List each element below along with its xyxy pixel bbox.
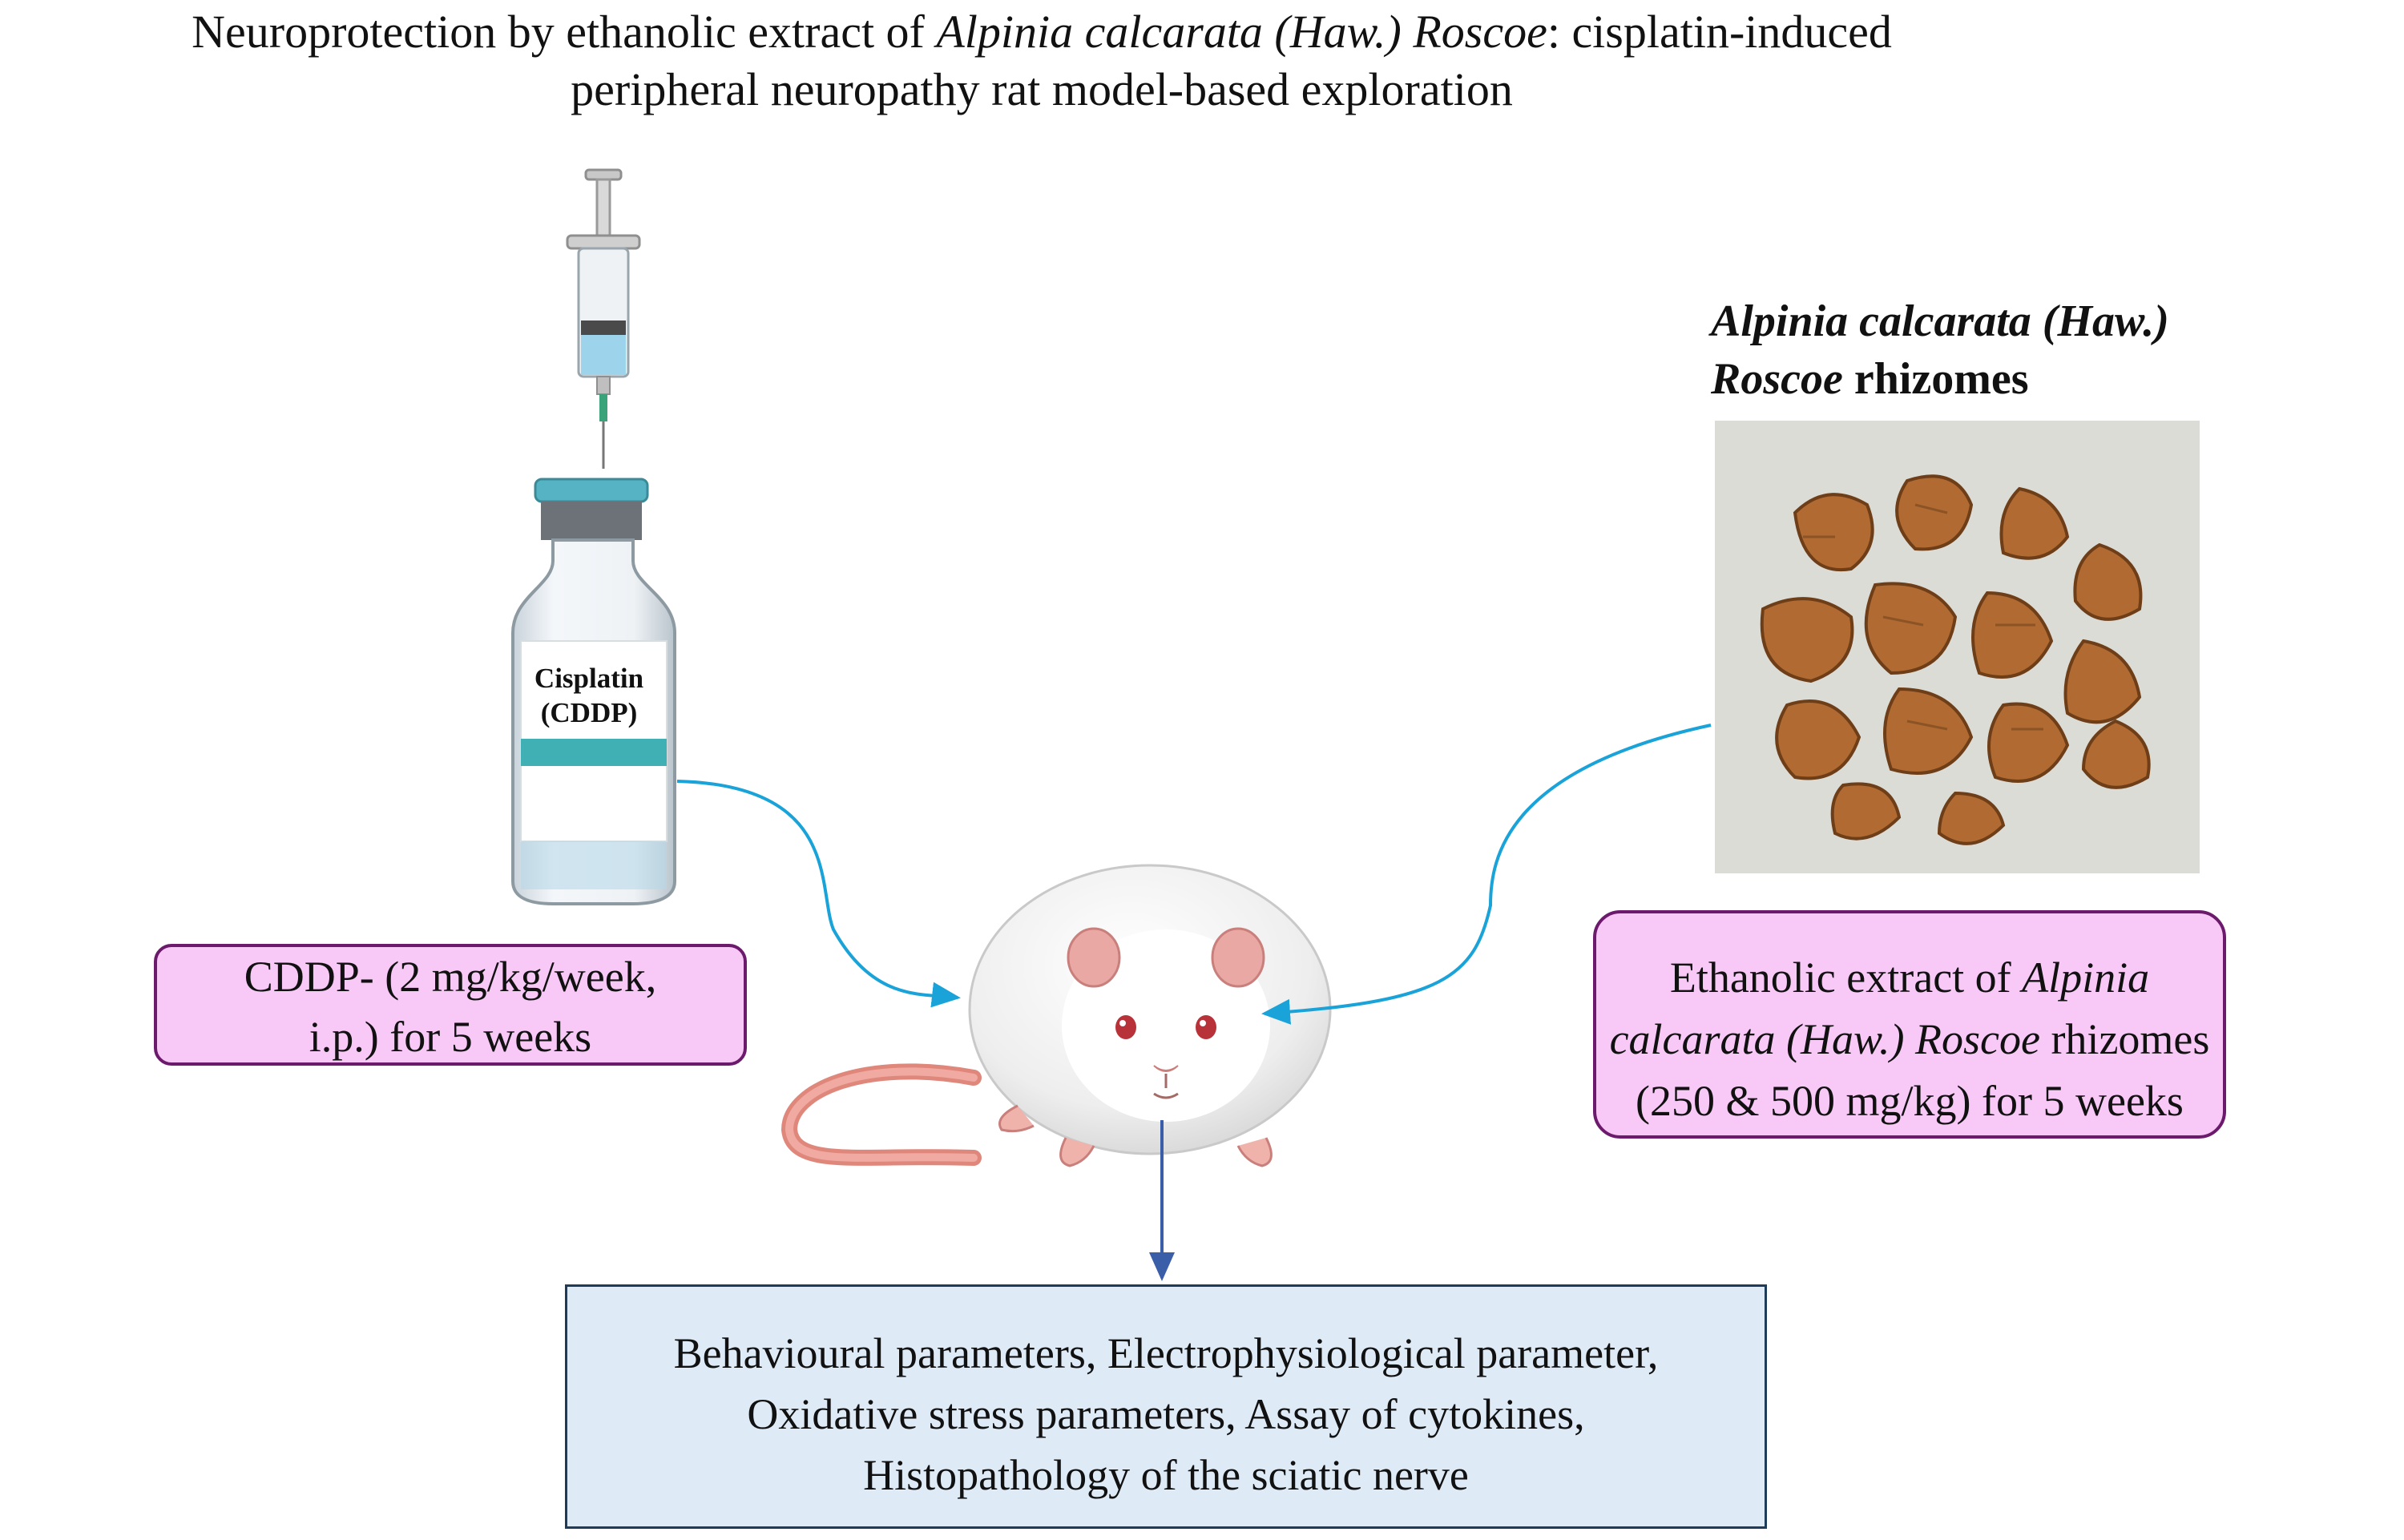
arrow-extract-to-rat <box>1261 724 1712 1025</box>
cddp-dosing-box: CDDP- (2 mg/kg/week, i.p.) for 5 weeks <box>154 944 747 1066</box>
plant-caption-line-1: Alpinia calcarata (Haw.) <box>1711 296 2169 346</box>
vial-icon <box>511 478 676 905</box>
plant-caption: Alpinia calcarata (Haw.) Roscoe rhizomes <box>1711 292 2272 408</box>
syringe-icon <box>566 168 641 469</box>
extract-line-3: (250 & 500 mg/kg) for 5 weeks <box>1636 1077 2184 1125</box>
outcome-parameters-box: Behavioural parameters, Electrophysiolog… <box>565 1284 1767 1529</box>
extract-line-2: calcarata (Haw.) Roscoe rhizomes <box>1609 1015 2210 1063</box>
title-line-1: Neuroprotection by ethanolic extract of … <box>192 6 1892 58</box>
rat-icon <box>780 864 1332 1167</box>
extract-dosing-box: Ethanolic extract of Alpinia calcarata (… <box>1593 910 2226 1139</box>
title-line-2: peripheral neuropathy rat model-based ex… <box>571 63 1513 115</box>
arrow-cddp-to-rat <box>676 780 961 1008</box>
rhizome-photo <box>1715 421 2200 873</box>
vial-label: Cisplatin (CDDP) <box>534 663 644 728</box>
extract-line-1: Ethanolic extract of Alpinia <box>1669 953 2150 1002</box>
figure-title: Neuroprotection by ethanolic extract of … <box>0 3 2083 119</box>
plant-caption-line-2: Roscoe rhizomes <box>1711 354 2029 404</box>
